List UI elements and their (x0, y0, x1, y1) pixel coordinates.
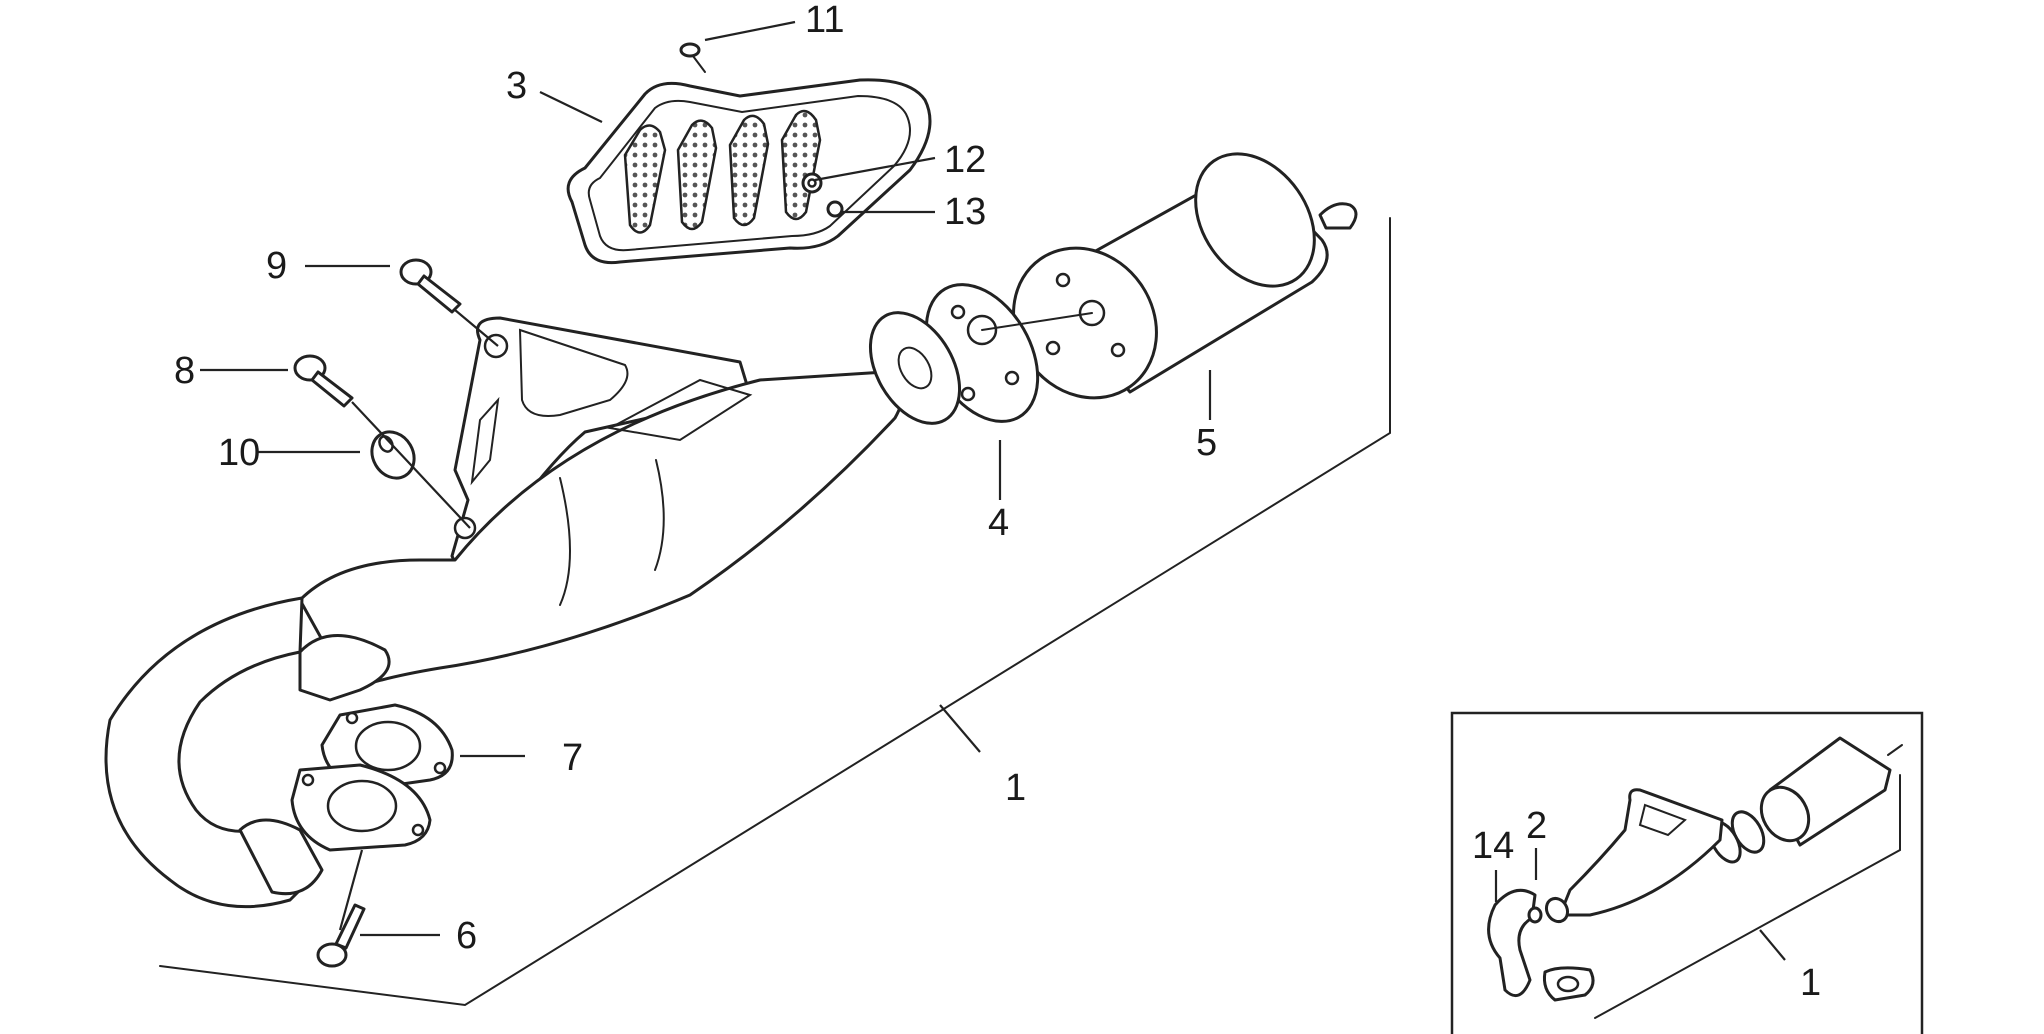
callout-12: 12 (944, 139, 986, 181)
callout-13: 13 (944, 191, 986, 233)
callout-10: 10 (218, 432, 260, 474)
callout-8: 8 (174, 350, 195, 392)
inset-callout-1: 1 (1800, 962, 1821, 1004)
expansion-chamber (104, 311, 962, 909)
screw-top (399, 258, 462, 314)
callout-3: 3 (506, 65, 527, 107)
assembly-bracket-outline (159, 217, 1391, 1007)
callout-11: 11 (805, 0, 844, 41)
manifold-flange (290, 763, 432, 852)
inset-box (1450, 711, 1924, 1034)
callout-6: 6 (456, 915, 477, 957)
callout-1: 1 (1005, 767, 1026, 809)
callout-labels: 11 3 12 13 9 8 10 5 4 7 1 6 14 2 1 (174, 0, 1821, 1004)
callout-5: 5 (1196, 422, 1217, 464)
spacer (370, 430, 416, 480)
heat-shield (566, 78, 932, 265)
callout-9: 9 (266, 245, 287, 287)
shield-washer (801, 172, 823, 194)
inset-callout-2: 2 (1526, 805, 1547, 847)
shield-screw (679, 42, 706, 73)
callout-7: 7 (562, 737, 583, 779)
screw-bottom (316, 903, 366, 968)
inset-callout-14: 14 (1472, 825, 1514, 867)
screw-upper (293, 354, 354, 408)
shield-nut (826, 200, 844, 218)
leader-lines (200, 20, 1212, 937)
silencer (1012, 152, 1358, 400)
callout-4: 4 (988, 502, 1009, 544)
